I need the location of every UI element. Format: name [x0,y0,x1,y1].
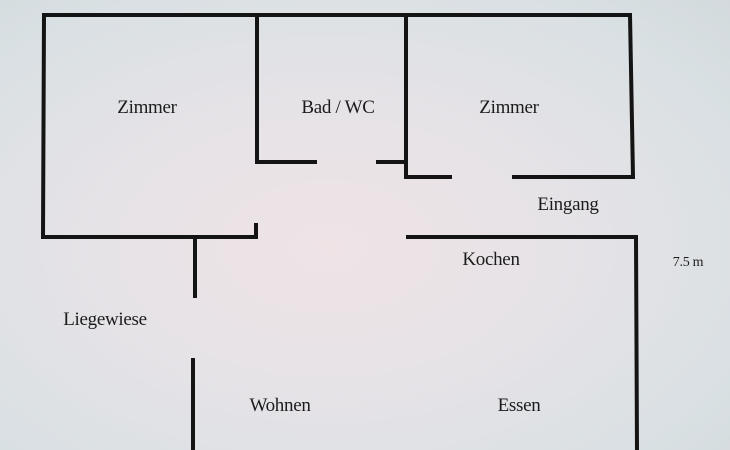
room-label-bathroom: Bad / WC [301,97,375,118]
room-label-dining: Essen [497,395,541,416]
room-label-kitchen: Kochen [462,249,520,270]
room-label-zimmer-right: Zimmer [479,97,539,118]
room-label-zimmer-left: Zimmer [117,97,177,118]
wall-right-room-right [627,12,636,180]
room-label-entrance: Eingang [537,194,599,215]
dimension-label: 7.5 m [672,255,704,270]
wall-kitchen-right [633,234,639,450]
wall-left-room-left [40,12,47,240]
area-label-lawn: Liegewiese [63,309,147,330]
room-label-living: Wohnen [249,395,311,416]
